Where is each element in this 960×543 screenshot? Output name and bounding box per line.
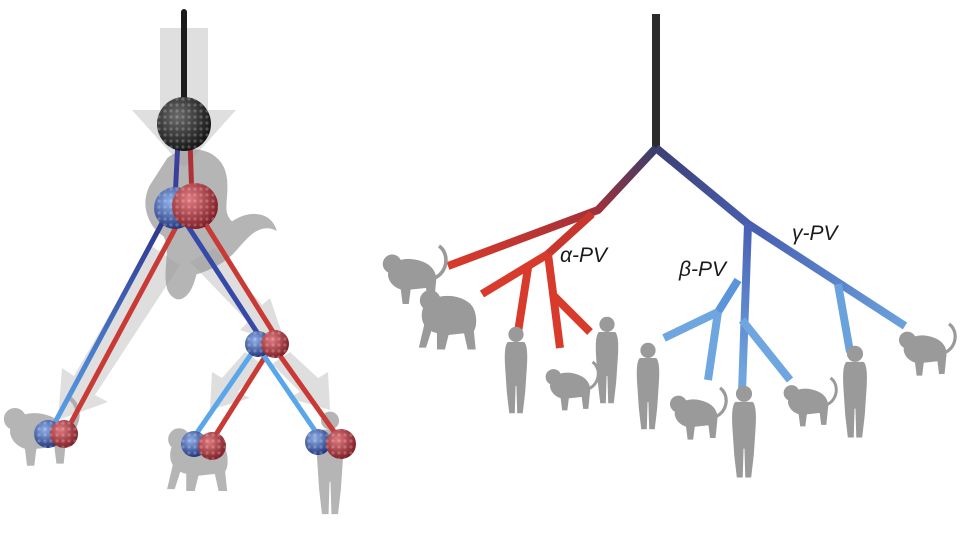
viral-lineages: [49, 9, 343, 447]
right-phylogeny-panel: [381, 14, 957, 478]
virion-pair-monkey: [34, 420, 78, 448]
virion-pair-mid: [245, 330, 289, 358]
virion-pair-ape: [181, 431, 226, 460]
human-icon: [504, 326, 528, 414]
virion-pair-human: [305, 429, 356, 459]
monkey-icon: [897, 322, 957, 377]
beta-pv-label: β-PV: [679, 258, 727, 281]
monkey-icon: [668, 386, 728, 441]
virion-pair-root: [154, 183, 218, 229]
human-icon: [843, 345, 867, 438]
alpha-pv-label: α-PV: [560, 244, 607, 267]
human-icon: [595, 316, 619, 404]
monkey-icon: [782, 376, 838, 428]
monkey-icon: [544, 360, 600, 412]
ancestral-virion: [157, 97, 211, 151]
human-icon: [636, 342, 660, 430]
left-coevolution-panel: [4, 9, 356, 515]
human-icon: [732, 385, 756, 478]
tree-branches: [446, 14, 908, 393]
host-silhouettes-right: [381, 244, 957, 478]
gamma-pv-label: γ-PV: [792, 222, 838, 245]
virions: [34, 97, 356, 460]
ape-icon: [418, 290, 477, 350]
